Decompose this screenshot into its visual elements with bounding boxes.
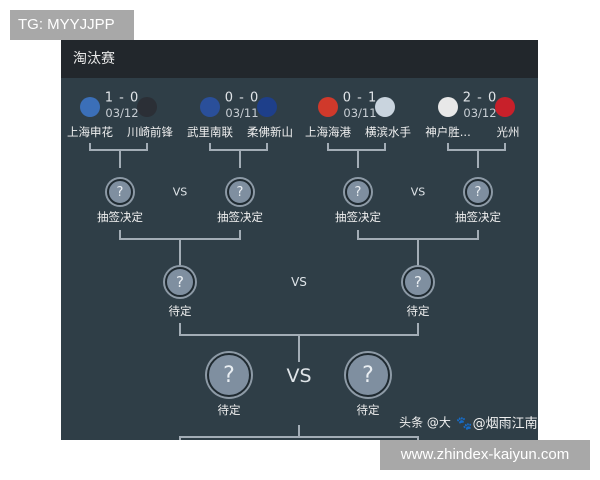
tbd-slot-r2[interactable]: ?: [465, 179, 491, 205]
slot-label: 待定: [168, 304, 192, 318]
vs-label: VS: [291, 275, 307, 289]
bracket-line: [447, 143, 506, 151]
home-team-logo: [318, 97, 338, 117]
slot-label: 抽签决定: [455, 210, 501, 224]
watermark-top: TG: MYYJJPP: [10, 10, 134, 40]
tbd-slot-r3[interactable]: ?: [165, 267, 195, 297]
bracket-line: [89, 143, 148, 151]
page-title: 淘汰赛: [61, 40, 538, 78]
away-team-logo: [137, 97, 157, 117]
away-team-logo: [257, 97, 277, 117]
tbd-slot-r2[interactable]: ?: [345, 179, 371, 205]
bracket-line: [179, 436, 419, 440]
credit-watermark: 🐾@烟雨江南: [456, 413, 537, 432]
home-team-name: 上海申花: [67, 125, 113, 139]
bracket-line: [357, 230, 479, 240]
match-date: 03/12: [105, 106, 139, 120]
match-date: 03/11: [343, 106, 377, 120]
bracket-line: [209, 143, 268, 151]
match-score: 1 - 0: [104, 90, 140, 106]
home-team-logo: [80, 97, 100, 117]
slot-label: 待定: [406, 304, 430, 318]
match-date: 03/12: [463, 106, 497, 120]
match-score: 0 - 0: [224, 90, 260, 106]
away-team-name: 横滨水手: [365, 125, 411, 139]
tbd-slot-r3[interactable]: ?: [403, 267, 433, 297]
paw-icon: 🐾: [456, 416, 473, 432]
bracket-line: [119, 230, 241, 240]
home-team-name: 神户胜...: [425, 125, 471, 139]
slot-label: 待定: [217, 403, 241, 417]
slot-label: 抽签决定: [335, 210, 381, 224]
overlay-watermark: 头条 @大: [399, 415, 451, 430]
bracket-line: [327, 143, 386, 151]
bracket-line: [179, 323, 419, 336]
home-team-logo: [438, 97, 458, 117]
away-team-name: 川崎前锋: [127, 125, 173, 139]
slot-label: 待定: [356, 403, 380, 417]
tbd-slot-r4[interactable]: ?: [346, 353, 390, 397]
slot-label: 抽签决定: [217, 210, 263, 224]
tbd-slot-r2[interactable]: ?: [107, 179, 133, 205]
watermark-bottom: www.zhindex-kaiyun.com: [380, 440, 590, 470]
tbd-slot-r4[interactable]: ?: [207, 353, 251, 397]
away-team-logo: [495, 97, 515, 117]
vs-label: VS: [410, 185, 426, 199]
match-score: 0 - 1: [342, 90, 378, 106]
credit-text: @烟雨江南: [472, 416, 538, 432]
slot-label: 抽签决定: [97, 210, 143, 224]
vs-label: VS: [286, 365, 312, 387]
away-team-name: 柔佛新山: [247, 125, 293, 139]
tbd-slot-r2[interactable]: ?: [227, 179, 253, 205]
home-team-logo: [200, 97, 220, 117]
match-date: 03/11: [225, 106, 259, 120]
away-team-name: 光州: [496, 125, 520, 139]
vs-label: VS: [172, 185, 188, 199]
bracket-lines: [89, 143, 506, 440]
home-team-name: 上海海港: [305, 125, 351, 139]
away-team-logo: [375, 97, 395, 117]
home-team-name: 武里南联: [187, 125, 233, 139]
match-score: 2 - 0: [462, 90, 498, 106]
